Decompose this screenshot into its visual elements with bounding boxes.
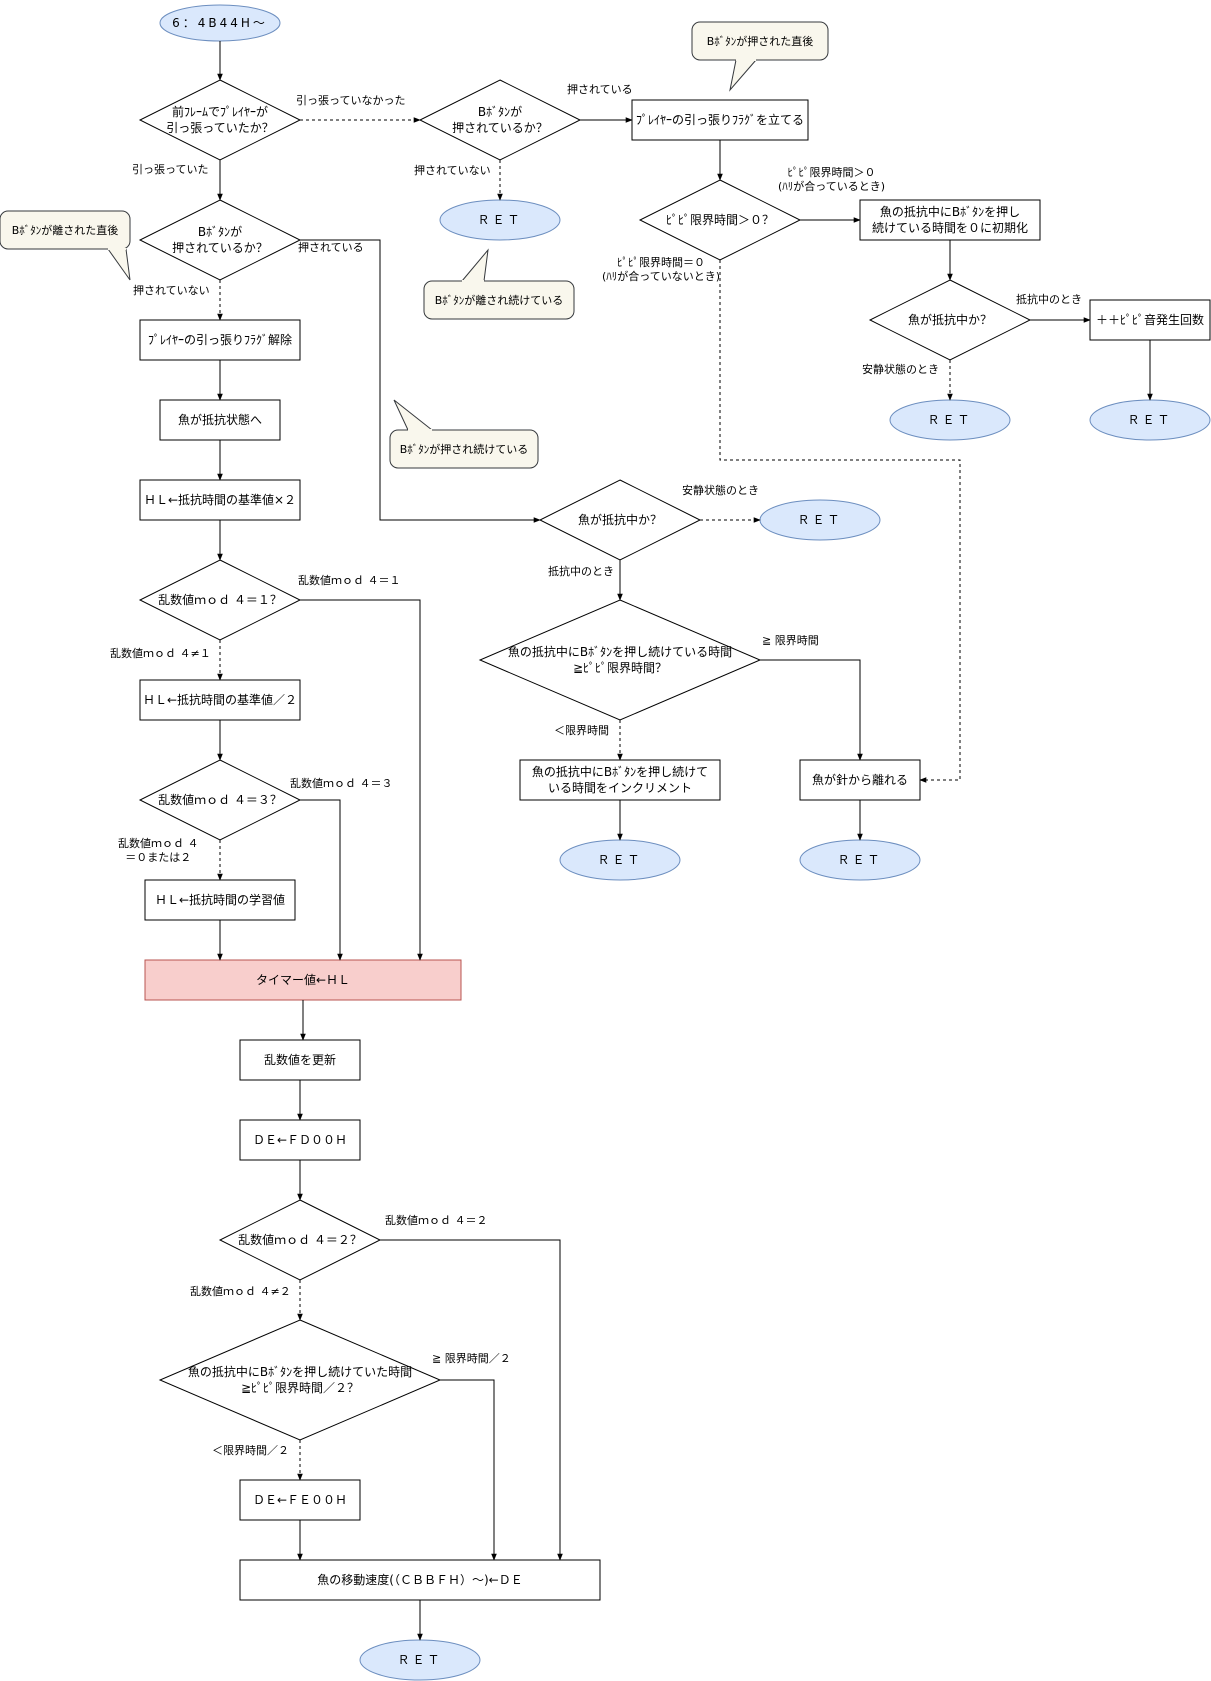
edge-label-resisting-right: 抵抗中のとき [1016, 293, 1082, 306]
release-box [799, 759, 921, 801]
hl-base2-box [139, 479, 301, 521]
edge-label-calm-right: 安静状態のとき [862, 363, 939, 376]
ret-oval-1 [439, 199, 561, 241]
note-b-kept-released-box [423, 280, 575, 320]
edge-label-calm-center: 安静状態のとき [682, 484, 759, 497]
limit-diamond [478, 599, 762, 721]
edge-label-not-pulling: 引っ張っていなかった [296, 94, 406, 107]
hl-learn-box [144, 879, 296, 921]
edge-label-not-pressed-left: 押されていない [133, 284, 210, 297]
e-mod2-speed [380, 1239, 563, 1561]
hl-half-box [139, 679, 301, 721]
note-b-kept-released-tail [461, 248, 489, 282]
edge-label-mod1-yes: 乱数値ｍｏｄ ４＝１ [298, 574, 401, 587]
b-left-diamond [138, 199, 302, 281]
note-b-kept-pressed-tail [393, 399, 433, 431]
init-time-box [859, 199, 1041, 241]
de-fe-box [239, 1479, 361, 1521]
pipi-diamond [638, 179, 802, 261]
de-fd-box [239, 1119, 361, 1161]
ret-oval-center-3 [799, 839, 921, 881]
note-b-just-pressed-box [691, 21, 829, 61]
e-mod3-timer [300, 799, 343, 961]
ret-oval-2 [889, 399, 1011, 441]
edge-label-pipi-eq0: ﾋﾟﾋﾟ限界時間＝０ (ﾊﾘが合っていないとき) [602, 256, 721, 284]
edge-label-mod2-no: 乱数値ｍｏｄ ４≠２ [190, 1285, 291, 1298]
e-mod1-timer [300, 599, 423, 961]
edge-label-limit-lt: ＜限界時間 [554, 724, 609, 737]
set-flag-box [631, 99, 809, 141]
clear-flag-box [139, 319, 301, 361]
edge-label-half-lt: ＜限界時間／２ [212, 1444, 289, 1457]
to-resist-box [159, 399, 281, 441]
update-rand-box [239, 1039, 361, 1081]
e-limit-release [760, 659, 863, 761]
b-top-diamond [418, 79, 582, 161]
note-b-kept-pressed-box [389, 429, 539, 469]
edge-label-mod3-no: 乱数値ｍｏｄ ４ ＝０または２ [118, 837, 199, 865]
edge-label-pressed-left: 押されている [298, 241, 364, 254]
mod3-diamond [138, 759, 302, 841]
e-qhalf-speed [440, 1379, 497, 1561]
timer-box [144, 959, 462, 1001]
prev-pull-diamond [138, 79, 302, 161]
inc-pipi-box [1089, 299, 1211, 341]
ret-oval-3 [1089, 399, 1211, 441]
edge-label-pressed-top: 押されている [567, 83, 633, 96]
ret-oval-bottom [359, 1639, 481, 1681]
edge-label-half-ge: ≧ 限界時間／２ [432, 1352, 511, 1365]
edge-label-pulling: 引っ張っていた [132, 163, 209, 176]
inc-time-box [519, 759, 721, 801]
mod2-diamond [218, 1199, 382, 1281]
edge-label-mod1-no: 乱数値ｍｏｄ ４≠１ [110, 647, 211, 660]
edge-label-pipi-gt0: ﾋﾟﾋﾟ限界時間＞０ (ﾊﾘが合っているとき) [778, 166, 886, 194]
edge-label-limit-ge: ≧ 限界時間 [762, 634, 819, 647]
ret-oval-center-2 [559, 839, 681, 881]
note-b-just-released-box [0, 210, 131, 250]
resist-r-diamond [868, 279, 1032, 361]
e-bleft-resistc [300, 239, 541, 523]
start-oval [159, 4, 281, 42]
mod1-diamond [138, 559, 302, 641]
ret-oval-center [759, 499, 881, 541]
edge-label-mod2-yes: 乱数値ｍｏｄ ４＝２ [385, 1214, 488, 1227]
half-diamond [158, 1319, 442, 1441]
resist-c-diamond [538, 479, 702, 561]
edge-label-resisting-center: 抵抗中のとき [548, 565, 614, 578]
e-pipi-release [719, 260, 961, 783]
note-b-just-pressed-tail [729, 59, 757, 92]
speed-box [239, 1559, 601, 1601]
edge-label-mod3-yes: 乱数値ｍｏｄ ４＝３ [290, 777, 393, 790]
note-b-just-released-tail [107, 248, 131, 281]
edge-label-not-pressed-top: 押されていない [414, 164, 491, 177]
